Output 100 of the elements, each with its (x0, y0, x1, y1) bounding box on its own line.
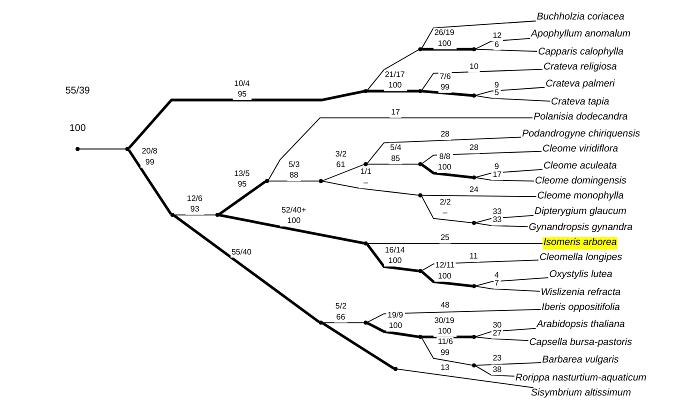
node-text: Wislizenia refracta (540, 286, 620, 298)
edge-label: 19/9 100 (387, 310, 403, 330)
connector (127, 149, 172, 215)
connector (475, 48, 537, 52)
connector (172, 214, 320, 324)
connector (475, 177, 534, 182)
node-point (471, 363, 476, 368)
edge-label: 27 (492, 328, 502, 338)
node-point (363, 162, 368, 166)
edge-label: 38 (492, 364, 502, 374)
connector (420, 164, 472, 179)
node-text: Crateva palmeri (545, 78, 614, 90)
node-point (170, 212, 174, 217)
edge-label: 4 (494, 270, 498, 280)
connector (366, 309, 541, 323)
node-point (363, 320, 368, 325)
node-point (471, 284, 476, 288)
edge-label: 7/6 99 (439, 72, 450, 92)
connector (474, 86, 545, 96)
edge-label: 26/19 100 (434, 28, 454, 48)
edge-label: 12/11 100 (434, 260, 454, 280)
node-text: Apophyllum anomalum (530, 28, 630, 40)
connector (421, 90, 472, 97)
connector (322, 164, 364, 182)
connector (422, 336, 472, 338)
edge-label: 3/2 61 (334, 149, 346, 169)
edge-label: 13/5 95 (234, 168, 250, 189)
edge-label: 6 (494, 40, 498, 49)
node-text: Buchholzia coriacea (536, 12, 624, 23)
node-text: Sisymbrium altissimum (530, 388, 630, 399)
node-point (471, 334, 476, 339)
connector (474, 215, 534, 224)
node-point (124, 146, 129, 152)
connector (421, 194, 536, 198)
node-text: Capparis calophylla (538, 46, 623, 58)
connector (366, 164, 419, 165)
edge-label: 11/6 99 (437, 337, 452, 357)
node-text: Cleome domingensis (534, 176, 626, 187)
node-point (418, 334, 422, 339)
edge-label: 48 (440, 300, 450, 310)
node-text: Gynandropsis gynandra (528, 222, 632, 233)
node-point (418, 268, 422, 274)
node-text: Barbarea vulgaris (542, 354, 618, 366)
edge-label: 12/6 93 (186, 194, 202, 214)
node-text: Cleomella longipes (538, 252, 622, 264)
node-point (471, 220, 476, 225)
connector (322, 180, 418, 196)
connector (475, 95, 550, 102)
connector (475, 222, 528, 228)
edge-label: 25 (440, 233, 450, 242)
connector (475, 336, 528, 342)
edge-label: 5 (494, 88, 498, 97)
connector (474, 277, 548, 286)
edge-label: 21/17 100 (384, 70, 404, 90)
node-point (471, 47, 476, 52)
edge-label: 5/3 88 (288, 160, 300, 180)
connector (321, 322, 394, 370)
node-point (363, 89, 368, 94)
node-point (264, 179, 268, 184)
edge-label: 7 (494, 278, 498, 288)
edge-label: 17 (390, 107, 400, 116)
edge-label: 9 (494, 162, 498, 171)
node-text: Arabidopsis thaliana (536, 318, 624, 330)
edge-label: 12 (492, 30, 502, 40)
node-text: Podandrogyne chiriquensis (522, 128, 640, 140)
connector (367, 90, 418, 92)
node-point (471, 94, 476, 98)
node-text: Oxystylis lutea (548, 269, 612, 280)
connector (396, 368, 534, 388)
node-text: Iberis oppositifolia (541, 302, 620, 314)
node-text: Crateva religiosa (542, 62, 616, 73)
node-text: Cleome viridiflora (542, 143, 618, 154)
connector (474, 168, 542, 178)
connector (322, 322, 364, 324)
node-point (393, 366, 398, 372)
edge-label: 20/8 99 (141, 146, 157, 166)
edge-label: 8/8 100 (437, 152, 451, 172)
connector (366, 242, 542, 244)
edge-label: 1/1 – (360, 167, 371, 187)
connector (474, 328, 536, 338)
edge-label: 28 (440, 130, 450, 139)
connector (268, 180, 320, 182)
connector (366, 322, 418, 338)
node-point (363, 241, 368, 246)
edge-label: 17 (492, 170, 502, 179)
connector (421, 260, 538, 271)
node-point (471, 175, 476, 180)
edge-label: 30/19 100 (434, 316, 454, 336)
connector (173, 214, 216, 216)
node-point (418, 47, 422, 52)
edge-label: 5/2 66 (334, 302, 346, 322)
label: 55/39 (64, 86, 90, 97)
edge-label: 13 (440, 363, 450, 372)
node-text: Rorippa nasturtium-aquaticum (514, 372, 646, 384)
connector (218, 180, 266, 216)
node-text: Cleome monophylla (536, 190, 624, 202)
connector (475, 362, 542, 366)
connector (421, 150, 542, 164)
node-box: Isomeris arborea (542, 237, 617, 250)
edge-label: 23 (492, 353, 502, 362)
